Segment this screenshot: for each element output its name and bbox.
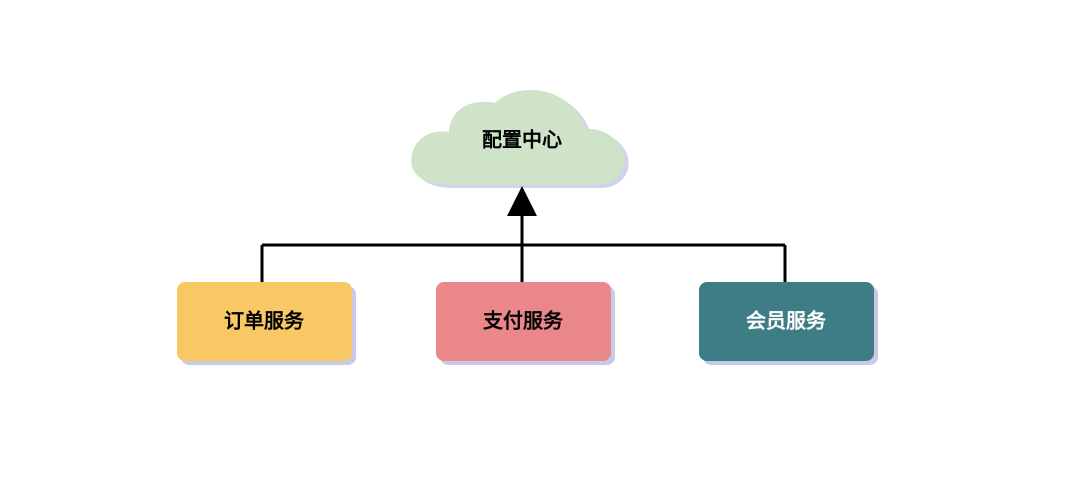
payment-service-box bbox=[436, 282, 611, 361]
order-service-box bbox=[177, 282, 352, 361]
member-service-label: 会员服务 bbox=[746, 309, 827, 333]
config-center-label: 配置中心 bbox=[482, 128, 562, 152]
connectors bbox=[260, 186, 787, 283]
payment-service-node: 支付服务 bbox=[436, 282, 615, 365]
member-service-node: 会员服务 bbox=[699, 282, 878, 365]
config-center-node: 配置中心 bbox=[411, 90, 629, 188]
order-service-node: 订单服务 bbox=[177, 282, 356, 365]
payment-service-label: 支付服务 bbox=[483, 309, 564, 333]
order-service-label: 订单服务 bbox=[224, 309, 305, 333]
config-center-cloud bbox=[411, 90, 625, 185]
member-service-box bbox=[699, 282, 874, 361]
